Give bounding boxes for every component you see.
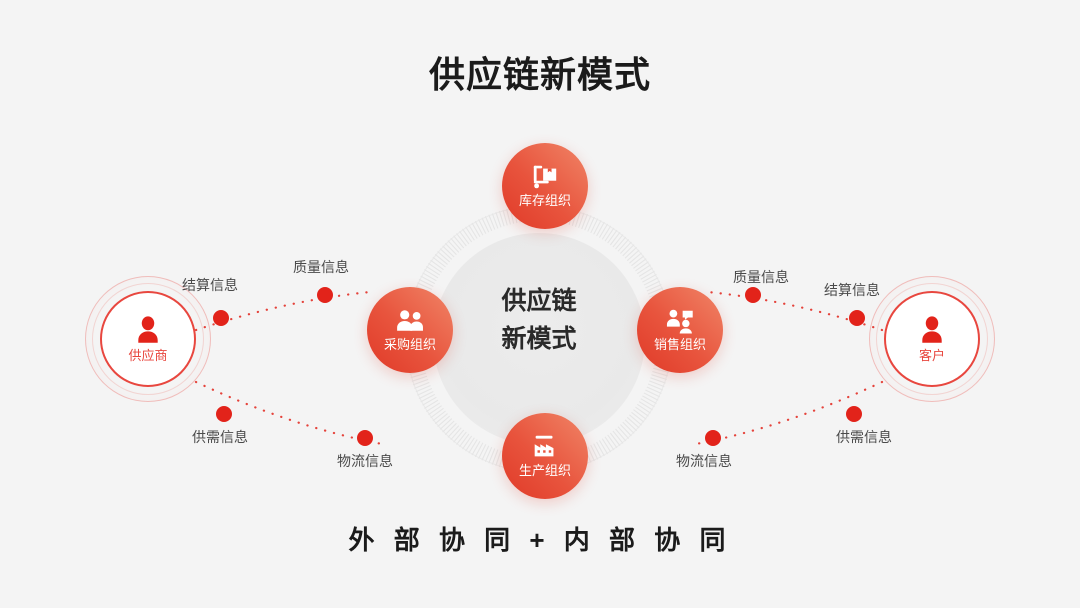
flow-label-left-logistics: 物流信息 [337, 453, 393, 469]
hub-label-line1: 供应链 [501, 287, 577, 315]
flow-dot-left-logistics [357, 430, 373, 446]
flow-dot-right-logistics [705, 430, 721, 446]
flow-dot-right-supply-demand [846, 406, 862, 422]
flow-dot-left-supply-demand [216, 406, 232, 422]
person-icon [922, 315, 942, 343]
flow-label-left-settlement: 结算信息 [182, 277, 238, 293]
flow-path-top-left [194, 290, 372, 332]
person-icon [138, 315, 158, 343]
node-purchase-org[interactable]: 采购组织 [367, 287, 453, 373]
node-sales-org-label: 销售组织 [653, 337, 706, 352]
hub-circle [433, 233, 645, 445]
flow-label-right-logistics: 物流信息 [676, 453, 732, 469]
flow-path-top-right [706, 290, 884, 332]
people-chat-icon [666, 309, 693, 334]
flow-label-left-quality: 质量信息 [293, 259, 349, 275]
flow-path-bottom-right [694, 380, 884, 446]
factory-icon [534, 435, 554, 457]
hub-label: 供应链 新模式 [433, 282, 645, 358]
flow-label-right-quality: 质量信息 [733, 269, 789, 285]
node-inventory-org[interactable]: 库存组织 [502, 143, 588, 229]
node-supplier-label: 供应商 [128, 347, 168, 363]
flow-label-right-settlement: 结算信息 [824, 282, 880, 298]
node-purchase-org-label: 采购组织 [383, 337, 436, 352]
node-supplier[interactable]: 供应商 [100, 291, 196, 387]
node-customer[interactable]: 客户 [884, 291, 980, 387]
flow-dot-right-settlement [849, 310, 865, 326]
flow-label-left-supply-demand: 供需信息 [192, 429, 248, 445]
node-inventory-org-label: 库存组织 [518, 193, 571, 208]
footer-caption: 外 部 协 同 + 内 部 协 同 [348, 525, 732, 555]
flow-dot-left-quality [317, 287, 333, 303]
hand-truck-box-icon [533, 165, 557, 189]
node-production-org-label: 生产组织 [518, 463, 571, 478]
flow-path-bottom-left [194, 380, 384, 446]
node-customer-label: 客户 [918, 347, 945, 363]
flow-paths [194, 290, 884, 446]
two-people-icon [397, 310, 423, 331]
page-title: 供应链新模式 [428, 54, 651, 95]
flow-label-right-supply-demand: 供需信息 [836, 429, 892, 445]
customer-halo-inner [876, 283, 988, 395]
supplier-halo-inner [92, 283, 204, 395]
flow-dots [213, 287, 865, 446]
node-sales-org[interactable]: 销售组织 [637, 287, 723, 373]
node-production-org[interactable]: 生产组织 [502, 413, 588, 499]
hub-label-line2: 新模式 [501, 325, 577, 353]
flow-dot-right-quality [745, 287, 761, 303]
flow-dot-left-settlement [213, 310, 229, 326]
